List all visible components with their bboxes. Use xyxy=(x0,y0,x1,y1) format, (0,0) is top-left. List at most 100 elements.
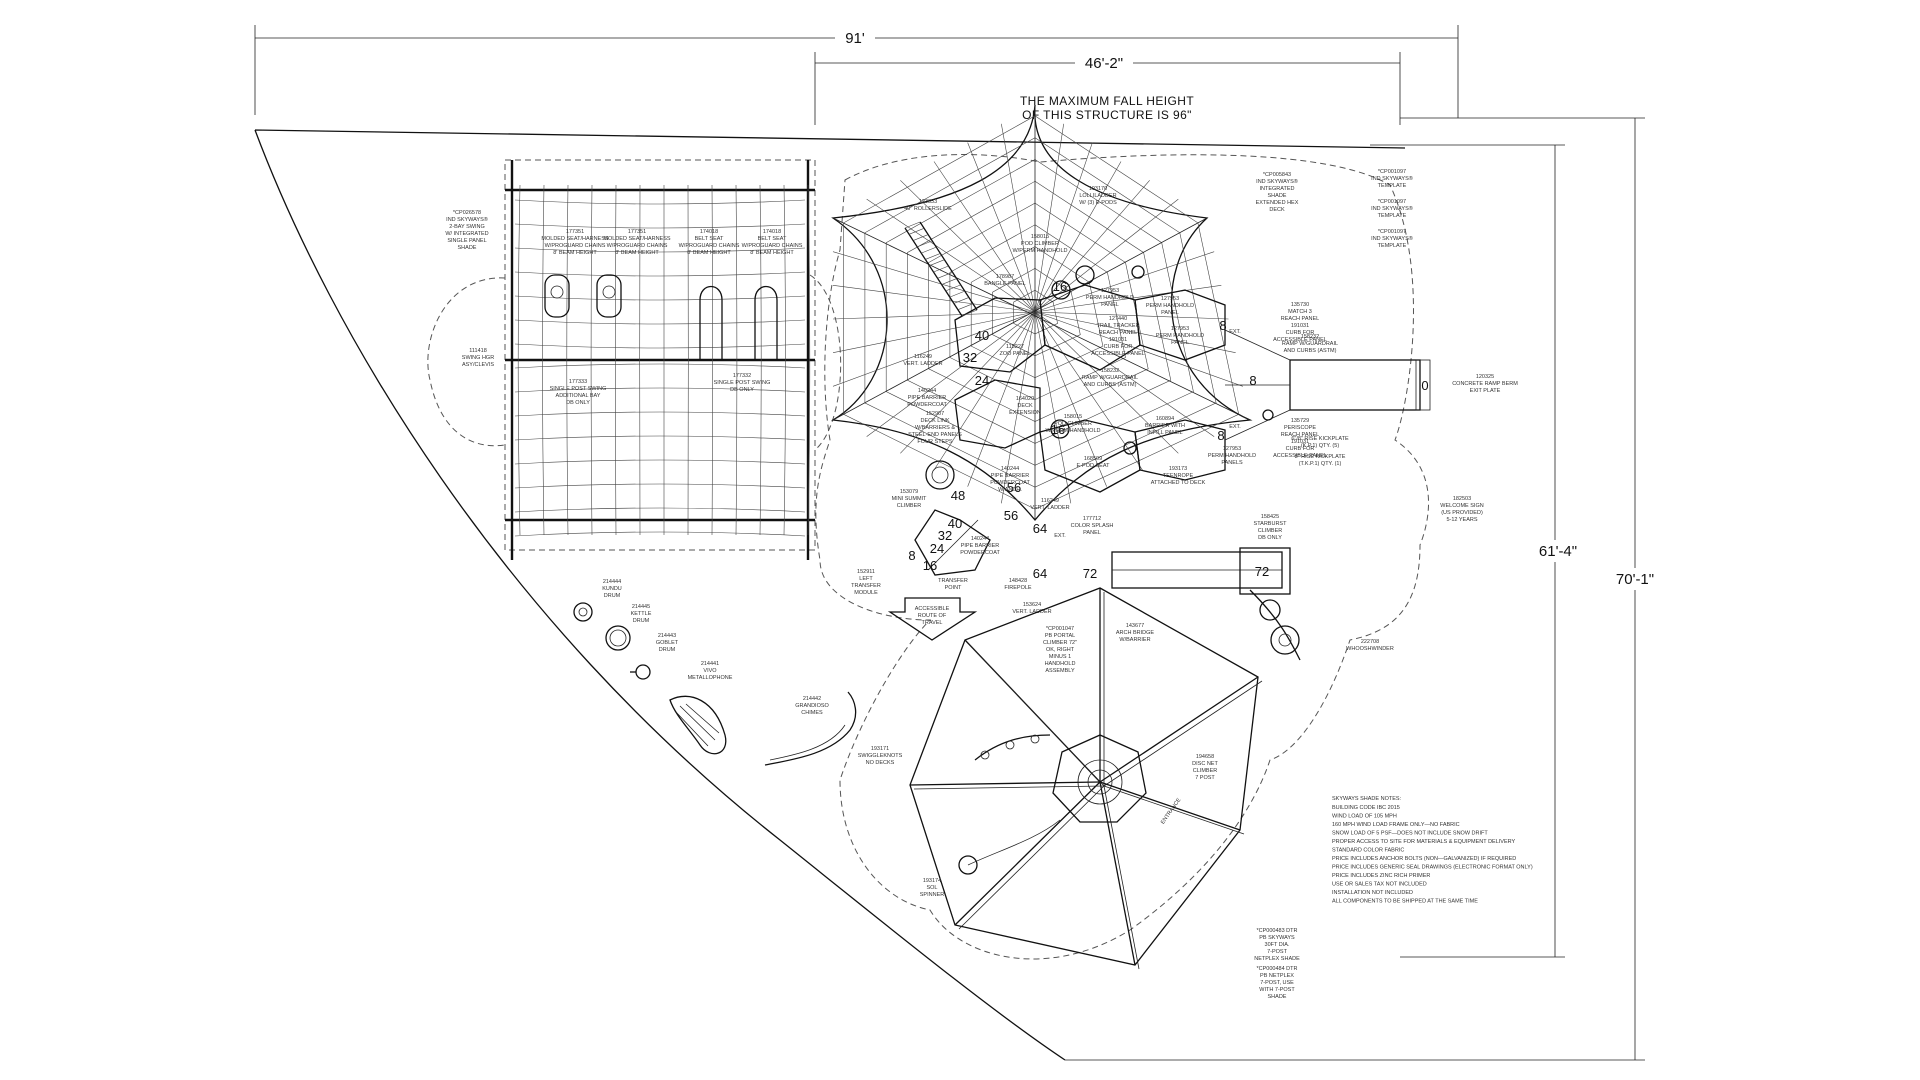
svg-text:ACCESSIBLE: ACCESSIBLE xyxy=(915,606,950,612)
component-label-line: TRANSFER xyxy=(851,583,881,589)
component-label-line: W/ANCH. xyxy=(998,487,1022,493)
svg-text:6"/8" RISE KICKPLATE: 6"/8" RISE KICKPLATE xyxy=(1291,436,1349,442)
component-label-line: 178987 xyxy=(996,274,1014,280)
svg-text:193174: 193174 xyxy=(923,878,941,884)
swing-frame xyxy=(504,159,816,560)
shade-note-template-1: *CP001097 IND SKYWAYS® TEMPLATE xyxy=(1371,169,1413,189)
component-label-line: POD CLIMBER xyxy=(1054,421,1092,427)
deck-height-numbers: 40 32 24 0 8 8 8 56 48 56 40 32 24 8 16 … xyxy=(908,279,1428,581)
component-label-line: BARRIER WITH xyxy=(1145,423,1185,429)
svg-text:DECK: DECK xyxy=(1269,207,1285,213)
component-label-line: 115227 xyxy=(1006,344,1024,350)
belt-seat-icon xyxy=(699,285,723,360)
svg-text:174018: 174018 xyxy=(700,229,718,235)
component-label-line: 116249 xyxy=(914,354,932,360)
svg-text:DRUM: DRUM xyxy=(633,618,650,624)
component-label-line: (US PROVIDED) xyxy=(1441,510,1483,516)
svg-text:193171: 193171 xyxy=(871,746,889,752)
chimes-icon xyxy=(764,691,857,766)
svg-text:7-POST: 7-POST xyxy=(1267,949,1288,955)
component-label-line: POWDERCOAT xyxy=(990,480,1030,486)
svg-text:177332: 177332 xyxy=(733,373,751,379)
component-label-line: RAMP W/GUARDRAIL xyxy=(1282,341,1338,347)
component-label-line: E-POD SEAT xyxy=(1077,463,1111,469)
component-label-line: PANEL xyxy=(1171,340,1189,346)
svg-text:TEMPLATE: TEMPLATE xyxy=(1378,183,1407,189)
component-label-line: 127953 xyxy=(1171,326,1189,332)
svg-text:BELT SEAT: BELT SEAT xyxy=(758,236,787,242)
swing-seat-label-1: 177351 MOLDED SEAT/HARNESS W/PROGUARD CH… xyxy=(541,229,608,256)
svg-text:BELT SEAT: BELT SEAT xyxy=(695,236,724,242)
svg-text:72: 72 xyxy=(1083,566,1097,581)
component-label-line: 191031 xyxy=(1109,337,1127,343)
svg-text:IND SKYWAYS®: IND SKYWAYS® xyxy=(1371,205,1413,212)
component-label-line: PERM HANDHOLD xyxy=(1208,453,1256,459)
dimension-label: 61'-4" xyxy=(1539,543,1577,560)
transfer-point-label: TRANSFER POINT xyxy=(938,578,968,591)
transfer-module xyxy=(914,509,991,576)
svg-text:EXT.: EXT. xyxy=(1054,533,1066,539)
swing-shade-label: *CP026578 IND SKYWAYS® 2-BAY SWING W/ IN… xyxy=(445,210,488,251)
e-pod-icon xyxy=(1131,265,1145,279)
svg-text:8' BEAM HEIGHT: 8' BEAM HEIGHT xyxy=(687,250,731,256)
kickplate-notes: 6"/8" RISE KICKPLATE (K.P.1) QTY. (5) 8"… xyxy=(1291,436,1349,467)
svg-text:KETTLE: KETTLE xyxy=(631,611,652,617)
dimension-height-outer: 70'-1" xyxy=(1065,117,1658,1061)
roller-slide xyxy=(904,221,978,317)
kundu-drum-icon xyxy=(573,602,593,622)
entrance-label: ENTRANCE xyxy=(1160,797,1182,825)
svg-text:64: 64 xyxy=(1033,521,1047,536)
shade-note-template-2: *CP001097 IND SKYWAYS® TEMPLATE xyxy=(1371,199,1413,219)
component-label-line: MINI SUMMIT xyxy=(892,496,927,502)
component-label-line: 135729 xyxy=(1291,418,1309,424)
svg-text:W/PROGUARD CHAINS: W/PROGUARD CHAINS xyxy=(742,243,803,249)
svg-text:56: 56 xyxy=(1004,508,1018,523)
svg-text:214444: 214444 xyxy=(603,579,621,585)
belt-seat-icon xyxy=(754,285,778,360)
svg-text:TRANSFER: TRANSFER xyxy=(938,578,968,584)
svg-text:(T.K.P.1) QTY. (1): (T.K.P.1) QTY. (1) xyxy=(1299,461,1342,467)
svg-text:111418: 111418 xyxy=(469,348,487,354)
component-label-line: 164020 xyxy=(1016,396,1034,402)
component-label-line: CLIMBER xyxy=(897,503,921,509)
component-label-line: CONCRETE RAMP BERM xyxy=(1452,381,1518,387)
component-label-line: COLOR SPLASH xyxy=(1071,523,1114,529)
svg-text:VIVO: VIVO xyxy=(703,668,717,674)
component-label-line: 158015 xyxy=(1064,414,1082,420)
musical-labels: 214444 KUNDU DRUM 214445 KETTLE DRUM 214… xyxy=(602,579,829,716)
shade-note-extended-hex: *CP005843 IND SKYWAYS® INTEGRATED SHADE … xyxy=(1256,172,1299,213)
component-label-line: CLIMBER 72" xyxy=(1043,640,1077,646)
svg-text:SWING HGR: SWING HGR xyxy=(462,355,494,361)
shade-note-line: USE OR SALES TAX NOT INCLUDED xyxy=(1332,882,1427,888)
svg-text:SINGLE PANEL: SINGLE PANEL xyxy=(447,238,486,244)
svg-text:INTEGRATED: INTEGRATED xyxy=(1259,186,1294,192)
component-label-line: EXTENSION xyxy=(1009,410,1041,416)
component-label-line: PB PORTAL xyxy=(1045,633,1075,639)
component-label-line: PIPE BARRIER xyxy=(961,543,1000,549)
svg-text:DRUM: DRUM xyxy=(659,647,676,653)
component-label-line: LEFT xyxy=(859,576,873,582)
svg-text:PB NETPLEX: PB NETPLEX xyxy=(1260,973,1294,979)
svg-text:0: 0 xyxy=(1421,378,1428,393)
svg-text:16: 16 xyxy=(1051,422,1065,437)
component-label-line: 135730 xyxy=(1291,302,1309,308)
svg-text:24: 24 xyxy=(930,541,944,556)
component-label-line: WELCOME SIGN xyxy=(1440,503,1483,509)
component-label-line: 127953 xyxy=(1101,288,1119,294)
component-label-line: REACH PANEL xyxy=(1099,330,1137,336)
sol-spinner-icon xyxy=(958,819,1061,875)
component-label-line: AND CURBS (ASTM) xyxy=(1284,348,1337,354)
svg-text:214441: 214441 xyxy=(701,661,719,667)
svg-text:7-POST, USE: 7-POST, USE xyxy=(1260,980,1294,986)
